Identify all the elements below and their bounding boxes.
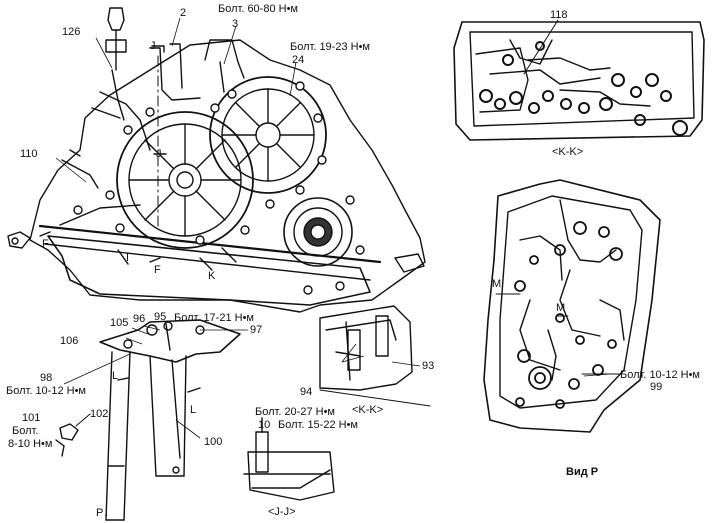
- label-bolt-10-12-right: Болт. 10-12 Н•м: [620, 369, 700, 381]
- label-part-101: 101: [22, 412, 41, 424]
- label-part-96: 96: [133, 313, 146, 325]
- label-part-110: 110: [20, 148, 38, 160]
- label-part-94: 94: [300, 386, 313, 398]
- label-section-m-left: M: [492, 278, 502, 290]
- label-part-106: 106: [60, 335, 79, 347]
- label-section-j-mid: J: [156, 148, 162, 160]
- label-part-3: 3: [232, 18, 239, 30]
- label-bolt-left-b: Болт.: [12, 425, 39, 437]
- label-part-98: 98: [40, 372, 53, 384]
- label-section-m-right: M: [556, 302, 566, 314]
- label-view-p: Вид Р: [566, 466, 599, 478]
- label-part-118: 118: [550, 9, 568, 21]
- label-section-j-top: J: [150, 40, 156, 52]
- valve-body-view-p: [483, 179, 661, 433]
- transmission-assembly: [7, 7, 426, 313]
- label-view-jj: <J-J>: [268, 506, 296, 518]
- label-part-93: 93: [422, 360, 435, 372]
- valve-body-kk-top: [453, 19, 705, 141]
- label-section-f-right: F: [154, 264, 161, 276]
- label-part-97: 97: [250, 324, 263, 336]
- label-bolt-17-21: Болт. 17-21 Н•м: [174, 312, 254, 324]
- detail-jj: [243, 417, 335, 501]
- label-bolt-10-12-left: Болт. 10-12 Н•м: [6, 385, 86, 397]
- label-view-p-arrow: P↓: [96, 507, 109, 519]
- label-section-l-left: L: [112, 370, 119, 382]
- label-part-99: 99: [650, 381, 663, 393]
- label-bolt-60-80: Болт. 60-80 Н•м: [218, 3, 298, 15]
- label-part-95: 95: [154, 311, 167, 323]
- label-bolt-8-10: 8-10 Н•м: [8, 438, 53, 450]
- label-view-kk-top: <K-K>: [552, 146, 584, 158]
- label-part-100: 100: [204, 436, 223, 448]
- label-section-f-left: F: [42, 238, 49, 250]
- label-section-l-right: L: [190, 404, 197, 416]
- label-bolt-19-23: Болт. 19-23 Н•м: [290, 41, 370, 53]
- label-section-i: I: [126, 252, 130, 264]
- label-part-2: 2: [180, 7, 187, 19]
- label-part-10: 10: [258, 419, 271, 431]
- label-view-kk-mid: <K-K>: [352, 404, 384, 416]
- label-part-105: 105: [110, 317, 129, 329]
- label-part-24: 24: [292, 54, 305, 66]
- detail-kk-middle: [319, 305, 431, 407]
- label-part-126: 126: [62, 26, 81, 38]
- label-part-102: 102: [90, 408, 109, 420]
- label-bolt-15-22: Болт. 15-22 Н•м: [278, 419, 358, 431]
- detail-lower-left: [55, 319, 241, 521]
- label-section-k: K: [208, 270, 216, 282]
- label-bolt-20-27: Болт. 20-27 Н•м: [255, 406, 335, 418]
